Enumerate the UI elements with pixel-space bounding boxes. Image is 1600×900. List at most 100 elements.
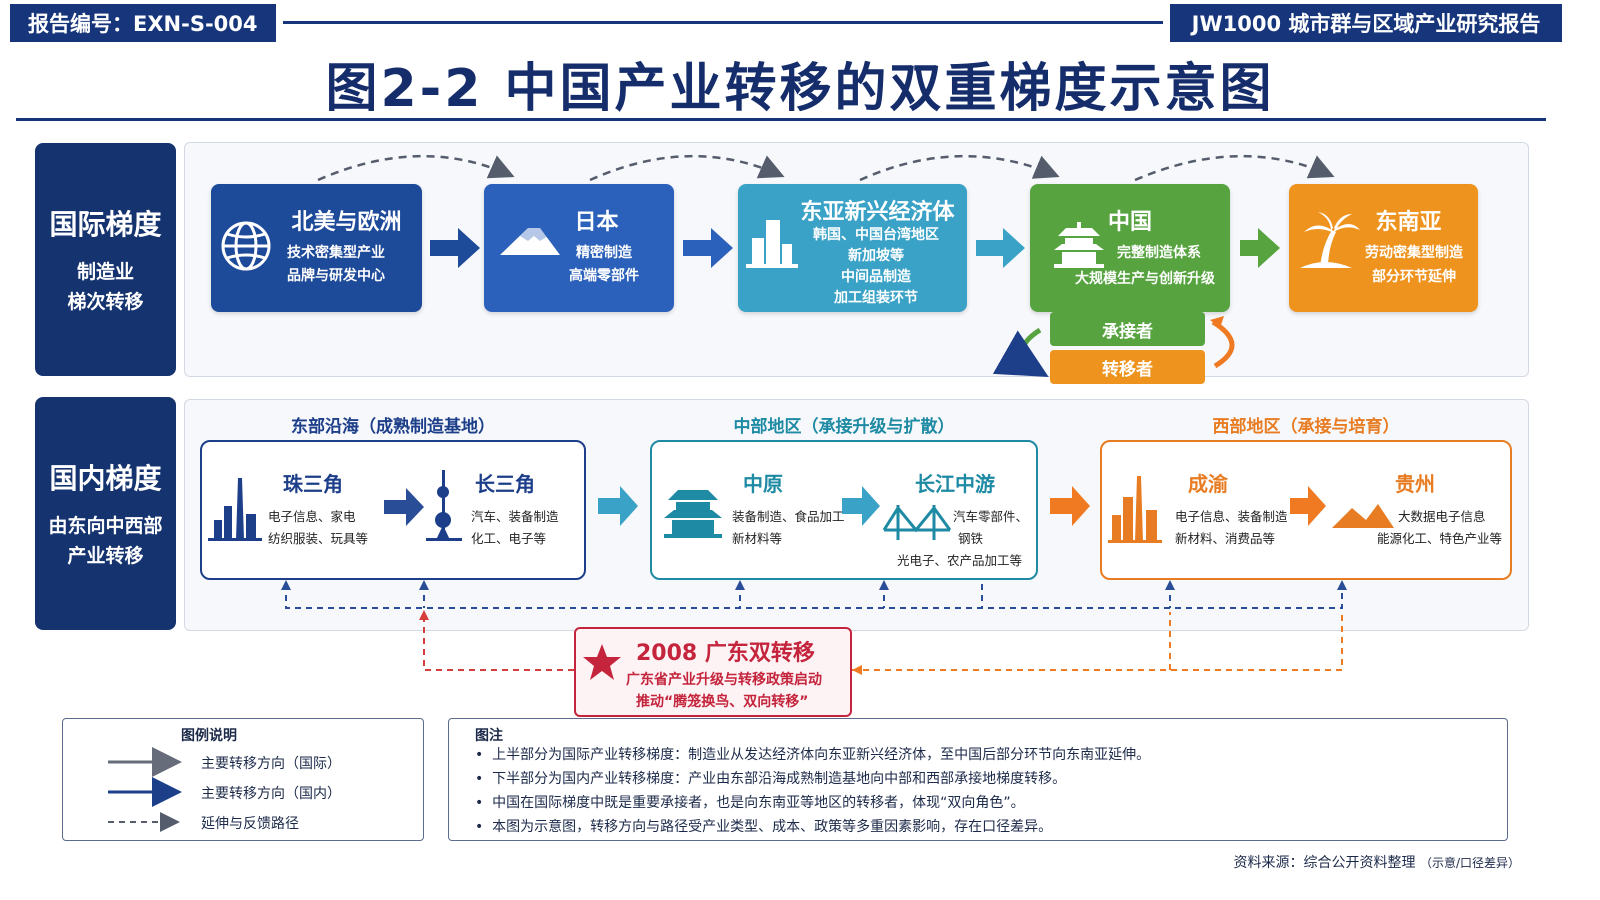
node-desc-1: 韩国、中国台湾地区 [813, 227, 939, 243]
legend-item-domestic: 主要转移方向（国内） [201, 786, 341, 802]
note-item-1: • 上半部分为国际产业转移梯度：制造业从发达经济体向东亚新兴经济体，至中国后部分… [475, 747, 1151, 763]
intl-flow-arrows [430, 228, 1280, 268]
note-text-1: 上半部分为国际产业转移梯度：制造业从发达经济体向东亚新兴经济体，至中国后部分环节… [492, 747, 1151, 763]
role-cycle-arrows [992, 316, 1235, 377]
domestic-side-title: 国内梯度 [49, 461, 162, 495]
city-guizhou-desc-2: 能源化工、特色产业等 [1377, 531, 1503, 546]
guangdong-dashed-paths [423, 612, 1343, 671]
domestic-side-sub2: 产业转移 [67, 544, 144, 567]
city-prd-desc-1: 电子信息、家电 [268, 509, 356, 524]
international-side-title: 国际梯度 [49, 207, 162, 241]
legend-title: 图例说明 [181, 728, 237, 744]
mountains-icon [1332, 504, 1394, 528]
tv-tower-icon [426, 470, 462, 541]
region-heading-east: 东部沿海（成熟制造基地） [291, 417, 495, 437]
legend-item-international: 主要转移方向（国际） [201, 756, 341, 772]
notes-box: 图注 • 上半部分为国际产业转移梯度：制造业从发达经济体向东亚新兴经济体，至中国… [448, 718, 1508, 841]
report-title: JW1000 城市群与区域产业研究报告 [1170, 4, 1562, 42]
mountain-icon [500, 228, 560, 255]
main-title: 图2-2 中国产业转移的双重梯度示意图 [325, 59, 1275, 119]
city-chengyu-desc-2: 新材料、消费品等 [1175, 531, 1276, 546]
source-label: 资料来源：综合公开资料整理 [1233, 855, 1416, 871]
source-line: 资料来源：综合公开资料整理 （示意/口径差异） [1234, 852, 1521, 872]
city-zhongyuan: 中原 [743, 472, 783, 496]
temple-icon [664, 490, 722, 538]
node-name: 东南亚 [1375, 210, 1442, 235]
city-chengyu: 成渝 [1188, 472, 1228, 496]
note-item-2: • 下半部分为国内产业转移梯度：产业由东部沿海成熟制造基地向中部和西部承接地梯度… [475, 771, 1067, 787]
bridge-icon [882, 505, 952, 540]
node-desc-1: 完整制造体系 [1117, 245, 1201, 261]
city-prd: 珠三角 [283, 472, 343, 496]
intl-feedback-arcs [317, 154, 1335, 182]
domestic-network-arrowheads [281, 580, 1347, 590]
node-desc-1: 精密制造 [576, 245, 632, 261]
node-desc-1: 劳动密集型制造 [1365, 245, 1463, 261]
city-middle-yangtze-desc-3: 光电子、农产品加工等 [897, 553, 1023, 568]
node-southeast-asia: 东南亚 劳动密集型制造 部分环节延伸 [1289, 184, 1478, 312]
city-middle-yangtze: 长江中游 [915, 472, 995, 496]
region-heading-west: 西部地区（承接与培育） [1212, 417, 1400, 437]
node-desc-2: 高端零部件 [569, 268, 639, 284]
international-side-sub2: 梯次转移 [67, 290, 144, 313]
node-desc-4: 加工组装环节 [834, 290, 918, 306]
international-side-sub1: 制造业 [76, 260, 134, 283]
note-text-4: 本图为示意图，转移方向与路径受产业类型、成本、政策等多重因素影响，存在口径差异。 [492, 819, 1053, 835]
city-zhongyuan-desc-1: 装备制造、食品加工 [732, 509, 845, 524]
node-desc-2: 部分环节延伸 [1372, 269, 1456, 285]
node-desc-2: 品牌与研发中心 [287, 268, 385, 284]
note-text-2: 下半部分为国内产业转移梯度：产业由东部沿海成熟制造基地向中部和西部承接地梯度转移… [492, 771, 1067, 787]
note-text-3: 中国在国际梯度中既是重要承接者，也是向东南亚等地区的转移者，体现“双向角色”。 [492, 795, 1025, 811]
node-desc-2: 新加坡等 [848, 248, 904, 264]
node-desc-1: 技术密集型产业 [287, 245, 385, 261]
guangdong-arrowhead-left [419, 610, 429, 620]
guangdong-arrowhead-right [852, 665, 862, 675]
note-item-3: • 中国在国际梯度中既是重要承接者，也是向东南亚等地区的转移者，体现“双向角色”… [475, 795, 1025, 811]
domestic-side-sub1: 由东向中西部 [48, 514, 163, 537]
city-orange-icon [1108, 476, 1162, 543]
globe-icon [221, 221, 271, 271]
role-transferor: 转移者 [1050, 350, 1205, 384]
guangdong-line1: 广东省产业升级与转移政策启动 [626, 672, 822, 688]
city-yrd-desc-2: 化工、电子等 [471, 531, 547, 546]
source-note: （示意/口径差异） [1419, 856, 1520, 870]
header-divider [283, 21, 1163, 24]
city-zhongyuan-desc-2: 新材料等 [732, 531, 783, 546]
city-yrd: 长三角 [475, 472, 535, 496]
city-yrd-desc-1: 汽车、装备制造 [471, 509, 559, 524]
node-name: 中国 [1107, 210, 1152, 235]
guangdong-line2: 推动“腾笼换鸟、双向转移” [636, 694, 809, 710]
guangdong-title: 2008 广东双转移 [636, 641, 815, 666]
node-desc-2: 大规模生产与创新升级 [1075, 271, 1215, 287]
title-rule [16, 118, 1546, 121]
report-id: 报告编号：EXN-S-004 [10, 4, 276, 42]
international-side-label: 国际梯度 制造业 梯次转移 [35, 143, 176, 376]
city-guizhou: 贵州 [1395, 472, 1435, 496]
node-north-america-europe: 北美与欧洲 技术密集型产业 品牌与研发中心 [211, 184, 422, 312]
palm-tree-icon [1300, 212, 1360, 268]
pagoda-icon [1054, 222, 1104, 268]
domestic-flow-arrows [384, 486, 1326, 526]
domestic-side-label: 国内梯度 由东向中西部 产业转移 [35, 397, 176, 630]
region-heading-central: 中部地区（承接升级与扩散） [733, 417, 955, 437]
role-receiver: 承接者 [1050, 312, 1205, 346]
city-tower-icon [208, 478, 262, 541]
node-name: 东亚新兴经济体 [800, 200, 955, 225]
legend-item-feedback: 延伸与反馈路径 [201, 816, 299, 832]
star-icon [583, 644, 621, 680]
guangdong-policy-box: 2008 广东双转移 广东省产业升级与转移政策启动 推动“腾笼换鸟、双向转移” [574, 627, 852, 717]
city-middle-yangtze-desc-1: 汽车零部件、 [953, 509, 1029, 524]
skyline-icon [746, 220, 798, 268]
node-name: 日本 [574, 210, 619, 235]
legend-samples [108, 747, 182, 832]
notes-title: 图注 [475, 728, 503, 744]
domestic-dashed-network [285, 584, 1343, 609]
legend-box: 图例说明 主要转移方向（国际） 主要转移方向（国内） 延伸与反馈路径 [62, 718, 424, 841]
city-prd-desc-2: 纺织服装、玩具等 [268, 531, 369, 546]
city-middle-yangtze-desc-2: 钢铁 [958, 531, 984, 546]
city-guizhou-desc-1: 大数据电子信息 [1398, 509, 1486, 524]
city-chengyu-desc-1: 电子信息、装备制造 [1175, 509, 1288, 524]
node-desc-3: 中间品制造 [841, 269, 911, 285]
note-item-4: • 本图为示意图，转移方向与路径受产业类型、成本、政策等多重因素影响，存在口径差… [475, 819, 1053, 835]
